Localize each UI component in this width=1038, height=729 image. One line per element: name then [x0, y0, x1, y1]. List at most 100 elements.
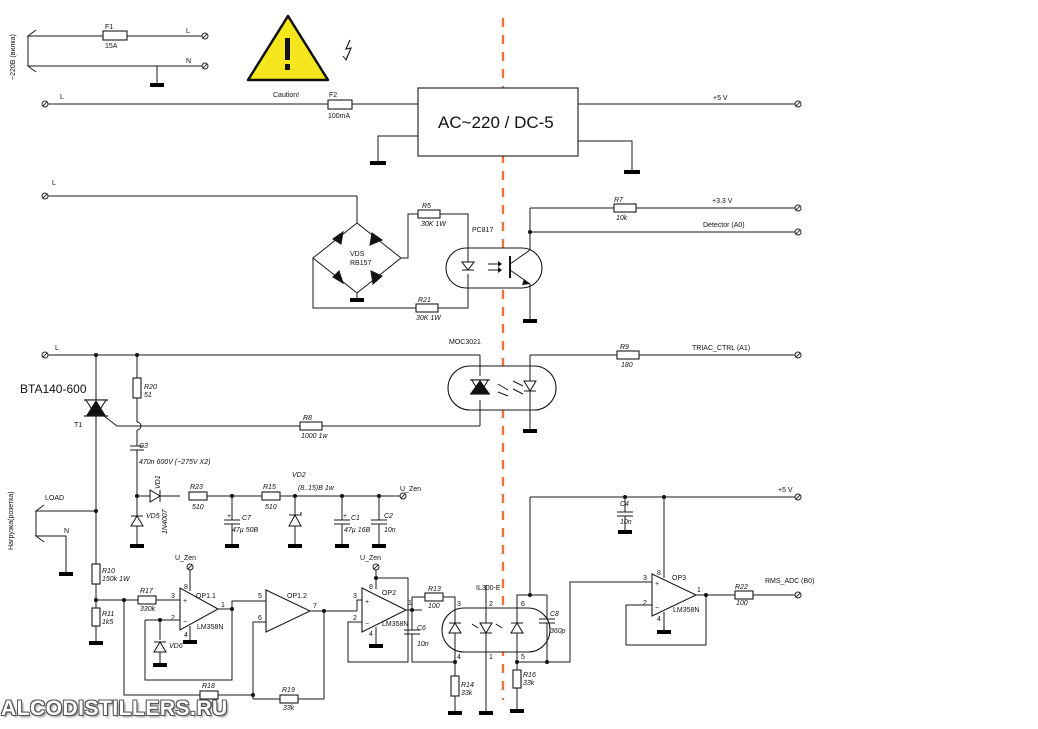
r5-ref: R5: [422, 203, 431, 210]
svg-text:+: +: [343, 513, 347, 520]
c4-ref: C4: [620, 501, 629, 508]
r22-value: 100: [736, 600, 748, 607]
r15-value: 510: [265, 504, 277, 511]
r18-ref: R18: [202, 683, 215, 690]
net-label: Detector (A0): [703, 222, 745, 229]
r7-ref: R7: [614, 197, 624, 204]
pin-number: 2: [489, 601, 493, 608]
r14-value: 33k: [461, 690, 473, 697]
op2-ref: OP2: [382, 590, 396, 597]
net-label: N: [186, 58, 191, 65]
vd2-ref: VD2: [292, 472, 306, 479]
op3-ref: OP3: [672, 575, 686, 582]
r19-value: 33k: [283, 705, 295, 712]
r15-ref: R15: [263, 484, 276, 491]
op12-ref: OP1.2: [287, 593, 307, 600]
load-side-label: Нагрузка(розетка): [8, 491, 15, 550]
r20-value: 51: [144, 392, 152, 399]
r11-value: 1k5: [102, 619, 113, 626]
r9-value: 180: [621, 362, 633, 369]
psu-label: AC~220 / DC-5: [438, 113, 554, 132]
pin-number: 2: [171, 615, 175, 622]
r16-value: 33k: [523, 680, 535, 687]
net-label: L: [186, 28, 190, 35]
r21-ref: R21: [418, 297, 431, 304]
r13-value: 100: [428, 603, 440, 610]
pin-number: 4: [657, 616, 661, 623]
f1-ref: F1: [105, 24, 113, 31]
r10-ref: R10: [102, 568, 115, 575]
mains-label: ~220В (вилка): [10, 34, 17, 80]
op2-body: [361, 587, 408, 633]
analog-chain: U_Zen R17 330k + − OP1.1 LM358N 3 2 1 8 …: [96, 555, 456, 712]
net-label: L: [52, 180, 56, 187]
psu-section: L Caution! F2 100mA AC~220 / DC-5 +5 V: [41, 87, 802, 174]
pin-number: 3: [643, 575, 647, 582]
r18-value: 33k: [203, 702, 215, 709]
net-label: +5 V: [778, 487, 793, 494]
psu-module: [417, 87, 579, 157]
op3-value: LM358N: [673, 607, 699, 614]
net-label: L: [60, 94, 64, 101]
pin-number: 5: [521, 654, 525, 661]
c7-value: 47µ 50В: [232, 527, 259, 534]
pin-number: 1: [221, 602, 225, 609]
r8-value: 1000 1w: [301, 433, 328, 440]
vd5-ref: VD5: [146, 513, 160, 520]
pin-number: 8: [184, 584, 188, 591]
r5-value: 30K 1W: [421, 221, 447, 228]
r7-value: 10k: [616, 215, 628, 222]
vds-value: RB157: [350, 260, 372, 267]
c3-ref: C3: [139, 443, 148, 450]
svg-text:−: −: [183, 619, 187, 626]
vd6-ref: VD6: [169, 643, 183, 650]
svg-text:+: +: [183, 598, 187, 605]
r11-ref: R11: [102, 611, 114, 618]
zero-cross-detector: L VDS RB157 R5 30K 1W R21 30K 1W PC817: [41, 180, 802, 323]
r16-ref: R16: [523, 672, 536, 679]
op11-ref: OP1.1: [196, 593, 216, 600]
pc817-ref: PC817: [472, 227, 494, 234]
r14-ref: R14: [461, 682, 474, 689]
r22-ref: R22: [735, 584, 748, 591]
c6-value: 10n: [417, 641, 429, 648]
op3-body: [651, 573, 698, 617]
r13-ref: R13: [428, 586, 441, 593]
pin-number: 1: [489, 654, 493, 661]
net-label: U_Zen: [360, 555, 381, 562]
pin-number: 4: [184, 632, 188, 639]
c4-value: 10n: [620, 519, 632, 526]
net-label: LOAD: [45, 495, 64, 502]
moc3021-ref: MOC3021: [449, 339, 481, 346]
pin-number: 5: [258, 593, 262, 600]
r23-ref: R23: [190, 484, 203, 491]
net-label: TRIAC_CTRL (A1): [692, 345, 750, 352]
vds-ref: VDS: [350, 251, 365, 258]
output-stage: +5 V C4 10n + − OP3 LM358N 3 2 1 8 4 R22…: [530, 487, 814, 646]
triac-part: BTA140-600: [20, 382, 87, 396]
r17-ref: R17: [140, 588, 154, 595]
pin-number: 3: [171, 593, 175, 600]
vd1-ref: VD1: [155, 475, 162, 489]
pin-number: 4: [369, 631, 373, 638]
c1-value: 47µ 16В: [344, 527, 371, 534]
net-label: +5 V: [713, 95, 728, 102]
load-output: Нагрузка(розетка) LOAD N R10 150k 1W R11…: [8, 491, 131, 645]
c7-ref: C7: [242, 515, 252, 522]
op11-value: LM358N: [197, 624, 223, 631]
pin-number: 2: [643, 600, 647, 607]
vd2-value: (8..15)В 1w: [298, 485, 335, 492]
c8-ref: C8: [550, 611, 559, 618]
r20-ref: R20: [144, 384, 157, 391]
r19-ref: R19: [282, 687, 295, 694]
mains-input: ~220В (вилка) F1 15A L N: [10, 24, 209, 87]
c2-ref: C2: [384, 513, 393, 520]
pin-number: 2: [353, 615, 357, 622]
op2-value: LM358N: [382, 621, 408, 628]
svg-text:−: −: [365, 621, 369, 628]
pin-number: 7: [313, 603, 317, 610]
f2-ref: F2: [329, 92, 337, 99]
pin-number: 8: [369, 584, 373, 591]
pin-number: 6: [521, 601, 525, 608]
